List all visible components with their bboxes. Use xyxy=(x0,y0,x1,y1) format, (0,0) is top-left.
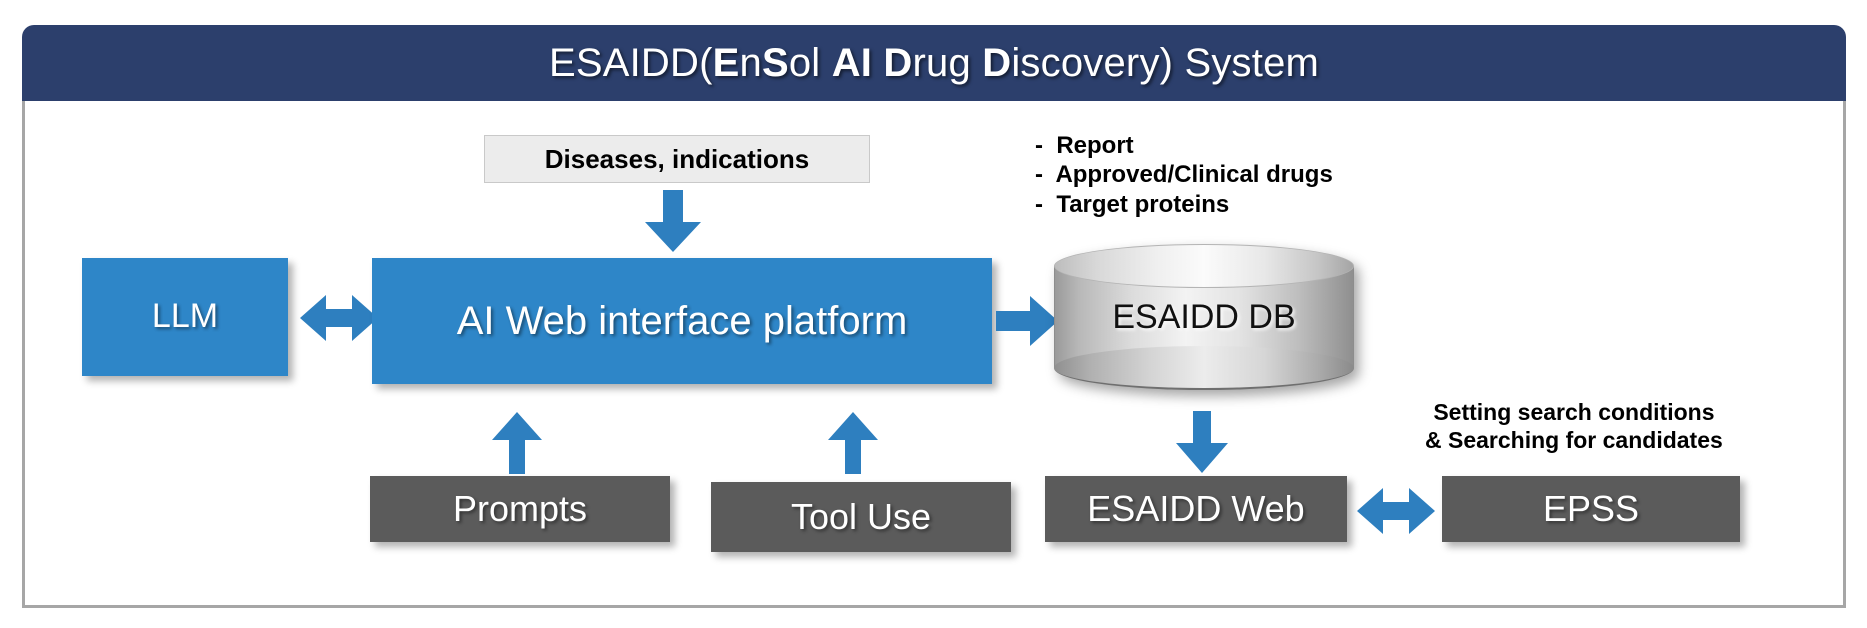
title-part-6: AI D xyxy=(831,40,913,85)
title-part-2: E xyxy=(712,40,740,85)
title-part-9: iscovery) System xyxy=(1011,40,1320,85)
arrow-down-icon-db-to-esaidd-web xyxy=(1176,411,1228,473)
annotation-db-outputs: - Report - Approved/Clinical drugs - Tar… xyxy=(1035,132,1333,218)
node-esaidd-db[interactable]: ESAIDD DB xyxy=(1054,244,1354,390)
arrow-bidirectional-icon-esaidd-web-to-epss xyxy=(1357,486,1435,536)
title-part-7: rug xyxy=(912,40,983,85)
title-part-8: D xyxy=(982,40,1012,85)
node-tool-use[interactable]: Tool Use xyxy=(711,482,1011,552)
node-diseases-indications-label: Diseases, indications xyxy=(544,143,810,174)
arrow-up-icon-tooluse-to-platform xyxy=(828,412,878,474)
diagram-header-bar: ESAIDD(EnSol AI Drug Discovery) System xyxy=(22,25,1846,101)
arrow-down-icon-diseases-to-platform xyxy=(645,190,701,252)
annotation-epss-note: Setting search conditions & Searching fo… xyxy=(1425,399,1723,454)
node-prompts-label: Prompts xyxy=(452,488,588,530)
node-esaidd-web[interactable]: ESAIDD Web xyxy=(1045,476,1347,542)
node-ai-web-interface-platform-label: AI Web interface platform xyxy=(456,299,908,343)
title-part-4: S xyxy=(761,40,789,85)
title-part-3: n xyxy=(739,40,762,85)
node-epss-label: EPSS xyxy=(1542,488,1640,530)
title-part-5: ol xyxy=(788,40,832,85)
node-esaidd-web-label: ESAIDD Web xyxy=(1087,488,1305,530)
node-tool-use-label: Tool Use xyxy=(790,496,932,538)
node-ai-web-interface-platform[interactable]: AI Web interface platform xyxy=(372,258,992,384)
node-epss[interactable]: EPSS xyxy=(1442,476,1740,542)
node-diseases-indications[interactable]: Diseases, indications xyxy=(484,135,870,183)
arrow-right-icon-platform-to-db xyxy=(996,296,1058,346)
node-prompts[interactable]: Prompts xyxy=(370,476,670,542)
node-llm[interactable]: LLM xyxy=(82,258,288,376)
database-cylinder-bottom xyxy=(1054,346,1354,390)
title-part-1: ESAIDD( xyxy=(548,40,713,85)
node-llm-label: LLM xyxy=(151,297,219,336)
node-esaidd-db-label: ESAIDD DB xyxy=(1112,297,1296,336)
arrow-bidirectional-icon-llm-to-platform xyxy=(300,293,378,343)
database-cylinder-top xyxy=(1054,244,1354,288)
arrow-up-icon-prompts-to-platform xyxy=(492,412,542,474)
page-title: ESAIDD(EnSol AI Drug Discovery) System xyxy=(549,41,1319,86)
